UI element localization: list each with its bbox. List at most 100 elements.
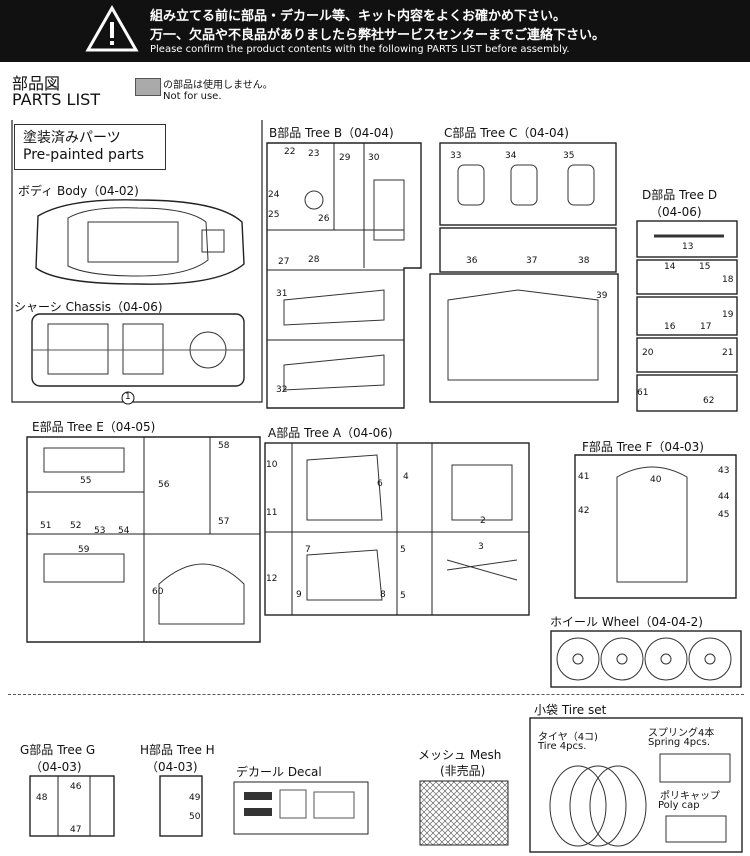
part-12: 12 xyxy=(266,574,278,584)
parts-list-title-en: PARTS LIST xyxy=(12,90,101,109)
tree-g-label-1: G部品 Tree G xyxy=(20,743,96,757)
part-16: 16 xyxy=(664,322,676,332)
body-drawing xyxy=(35,199,245,285)
part-38: 38 xyxy=(578,256,590,266)
tree-d-frame xyxy=(636,220,738,412)
tire-jp: タイヤ（4コ) xyxy=(538,732,598,743)
part-50: 50 xyxy=(189,812,201,822)
tree-d-label-2: （04-06) xyxy=(650,205,702,219)
part-10: 10 xyxy=(266,460,278,470)
part-25: 25 xyxy=(268,210,280,220)
part-33: 33 xyxy=(450,151,462,161)
spring-jp: スプリング4本 xyxy=(648,728,715,739)
decal-label: デカール Decal xyxy=(236,765,322,779)
tree-f-frame xyxy=(574,454,737,599)
part-43: 43 xyxy=(718,466,730,476)
tree-a-label: A部品 Tree A（04-06) xyxy=(268,426,393,440)
part-21: 21 xyxy=(722,348,734,358)
part-17: 17 xyxy=(700,322,712,332)
chassis-drawing xyxy=(31,313,245,387)
tree-e-frame xyxy=(26,436,261,643)
part-19: 19 xyxy=(722,310,734,320)
part-11: 11 xyxy=(266,508,278,518)
part-41: 41 xyxy=(578,472,590,482)
section-divider xyxy=(8,694,744,695)
part-36: 36 xyxy=(466,256,478,266)
part-6: 6 xyxy=(377,479,383,489)
part-48: 48 xyxy=(36,793,48,803)
part-13: 13 xyxy=(682,242,694,252)
part-39: 39 xyxy=(596,291,608,301)
mesh-sheet xyxy=(419,780,509,846)
prepainted-en: Pre-painted parts xyxy=(23,147,144,163)
part-35: 35 xyxy=(563,151,575,161)
header-line-3: Please confirm the product contents with… xyxy=(150,44,570,55)
tree-h-label-2: （04-03) xyxy=(146,760,198,774)
part-58: 58 xyxy=(218,441,230,451)
prepainted-bracket xyxy=(11,120,263,403)
tree-h-frame xyxy=(159,775,203,837)
part-1: 1 xyxy=(125,392,131,402)
part-55: 55 xyxy=(80,476,92,486)
part-4: 4 xyxy=(403,472,409,482)
part-34: 34 xyxy=(505,151,517,161)
part-60: 60 xyxy=(152,587,164,597)
body-label: ボディ Body（04-02) xyxy=(18,184,139,198)
part-49: 49 xyxy=(189,793,201,803)
not-used-swatch xyxy=(135,78,161,96)
wheel-frame xyxy=(550,630,742,688)
tree-h-label-1: H部品 Tree H xyxy=(140,743,215,757)
parts-list-title-jp: 部品図 xyxy=(12,74,61,93)
part-47: 47 xyxy=(70,825,82,835)
part-46: 46 xyxy=(70,782,82,792)
tree-a-frame xyxy=(264,442,530,616)
part-31: 31 xyxy=(276,289,288,299)
part-24: 24 xyxy=(268,190,280,200)
part-28: 28 xyxy=(308,255,320,265)
part-27: 27 xyxy=(278,257,290,267)
part-32: 32 xyxy=(276,385,288,395)
part-26: 26 xyxy=(318,214,330,224)
part-20: 20 xyxy=(642,348,654,358)
tree-b-label: B部品 Tree B（04-04) xyxy=(269,126,394,140)
tree-b-frame xyxy=(266,142,422,409)
part-53: 53 xyxy=(94,526,106,536)
chassis-label: シャーシ Chassis（04-06) xyxy=(14,300,163,314)
part-22: 22 xyxy=(284,147,296,157)
part-45: 45 xyxy=(718,510,730,520)
part-62: 62 xyxy=(703,396,715,406)
tree-g-frame xyxy=(29,775,115,837)
tire-set-frame xyxy=(529,717,743,853)
polycap-jp: ポリキャップ xyxy=(660,791,720,802)
part-8: 8 xyxy=(380,590,386,600)
part-54: 54 xyxy=(118,526,130,536)
prepainted-jp: 塗装済みパーツ xyxy=(23,130,121,146)
tree-c-label: C部品 Tree C（04-04) xyxy=(444,126,569,140)
part-59: 59 xyxy=(78,545,90,555)
spring-en: Spring 4pcs. xyxy=(648,737,711,748)
mesh-label-1: メッシュ Mesh xyxy=(418,748,502,762)
legend-en: Not for use. xyxy=(163,91,222,102)
part-7: 7 xyxy=(305,545,311,555)
part-5a: 5 xyxy=(400,545,406,555)
warning-icon xyxy=(85,4,139,52)
part-18: 18 xyxy=(722,275,734,285)
decal-sheet xyxy=(233,781,369,835)
warning-header: 組み立てる前に部品・デカール等、キット内容をよくお確かめ下さい。 万一、欠品や不… xyxy=(0,0,750,62)
part-14: 14 xyxy=(664,262,676,272)
header-line-1: 組み立てる前に部品・デカール等、キット内容をよくお確かめ下さい。 xyxy=(150,9,567,24)
part-57: 57 xyxy=(218,517,230,527)
tree-g-label-2: （04-03) xyxy=(30,760,82,774)
tire-set-label: 小袋 Tire set xyxy=(534,703,607,717)
part-44: 44 xyxy=(718,492,730,502)
part-3: 3 xyxy=(478,542,484,552)
tree-e-label: E部品 Tree E（04-05) xyxy=(32,420,156,434)
part-29: 29 xyxy=(339,153,351,163)
part-56: 56 xyxy=(158,480,170,490)
part-5b: 5 xyxy=(400,591,406,601)
header-line-2: 万一、欠品や不良品がありましたら弊社サービスセンターまでご連絡下さい。 xyxy=(150,28,606,43)
wheel-label: ホイール Wheel（04-04-2) xyxy=(550,615,703,629)
part-42: 42 xyxy=(578,506,590,516)
tree-f-label: F部品 Tree F（04-03) xyxy=(582,440,704,454)
part-30: 30 xyxy=(368,153,380,163)
